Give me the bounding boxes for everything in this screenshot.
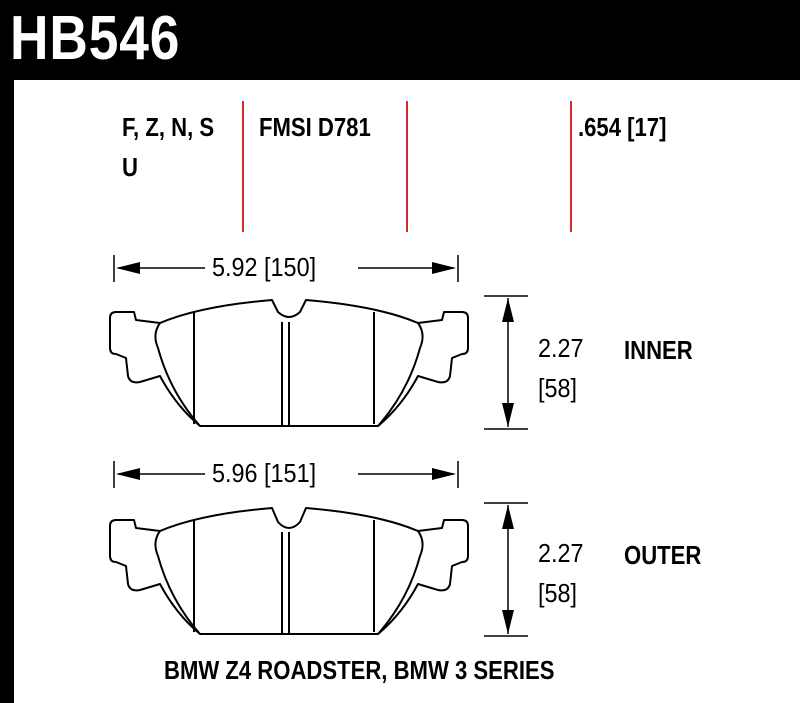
pad-thickness: .654 [17] <box>578 112 667 142</box>
inner-pad-outline <box>109 299 469 427</box>
outer-height-inches: 2.27 <box>538 538 584 568</box>
outer-height-mm: [58] <box>538 578 578 608</box>
outer-height-dimension <box>484 502 528 637</box>
header-bar: HB546 <box>0 0 800 80</box>
inner-height-mm: [58] <box>538 373 578 403</box>
inner-width-dimension <box>113 255 459 282</box>
inner-height-dimension <box>484 295 528 430</box>
outer-width-dimension <box>113 461 459 488</box>
outer-pad-outline <box>109 507 469 635</box>
inner-height-inches: 2.27 <box>538 333 584 363</box>
inner-label: INNER <box>624 335 693 365</box>
compound-codes-line1: F, Z, N, S <box>122 112 215 142</box>
left-border-bar <box>0 80 14 703</box>
outer-width-label: 5.96 [151] <box>212 458 317 488</box>
compound-codes-line2: U <box>122 152 138 182</box>
part-number: HB546 <box>10 4 181 73</box>
inner-width-label: 5.92 [150] <box>212 252 317 282</box>
fmsi-number: FMSI D781 <box>259 112 371 142</box>
outer-label: OUTER <box>624 540 702 570</box>
vehicle-application: BMW Z4 ROADSTER, BMW 3 SERIES <box>164 655 555 685</box>
